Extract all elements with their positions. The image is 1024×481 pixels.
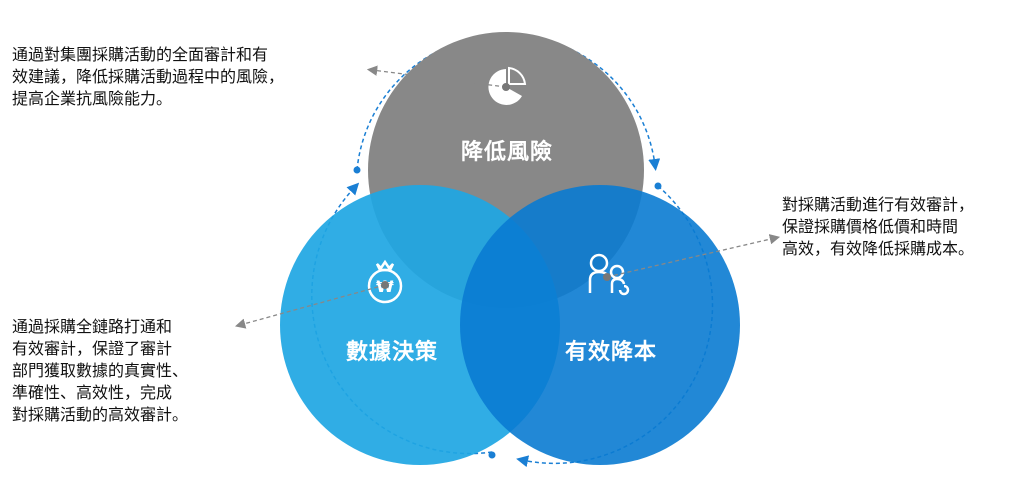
desc-line: 通過對集團採購活動的全面審計和有	[12, 45, 269, 64]
desc-line: 提高企業抗風險能力。	[12, 89, 173, 108]
desc-line: 對採購活動的高效審計。	[12, 405, 189, 424]
desc-line: 效建議，降低採購活動過程中的風險，	[12, 67, 285, 86]
orbit-dot	[353, 166, 361, 174]
desc-line: 通過採購全鏈路打通和	[12, 317, 173, 336]
label-cost-reduction: 有效降本	[565, 340, 658, 365]
circle-cost-reduction	[460, 185, 740, 465]
orbit-dot	[488, 451, 496, 459]
orbit-dot	[654, 182, 662, 190]
desc-line: 準確性、高效性，完成	[12, 383, 173, 402]
label-data-decision: 數據決策	[346, 340, 439, 365]
description-cost-reduction: 對採購活動進行有效審計， 保證採購價格低價和時間 高效，有效降低採購成本。	[782, 194, 974, 260]
desc-line: 保證採購價格低價和時間	[782, 217, 959, 236]
pointer-lines	[234, 65, 781, 329]
label-reduce-risk: 降低風險	[461, 140, 554, 165]
desc-line: 高效，有效降低採購成本。	[782, 239, 975, 258]
description-data-decision: 通過採購全鏈路打通和 有效審計，保證了審計 部門獲取數據的真實性、 準確性、高效…	[12, 316, 188, 426]
desc-line: 有效審計，保證了審計	[12, 339, 173, 358]
desc-line: 對採購活動進行有效審計，	[782, 195, 975, 214]
desc-line: 部門獲取數據的真實性、	[12, 361, 189, 380]
description-reduce-risk: 通過對集團採購活動的全面審計和有 效建議，降低採購活動過程中的風險， 提高企業抗…	[12, 44, 284, 110]
